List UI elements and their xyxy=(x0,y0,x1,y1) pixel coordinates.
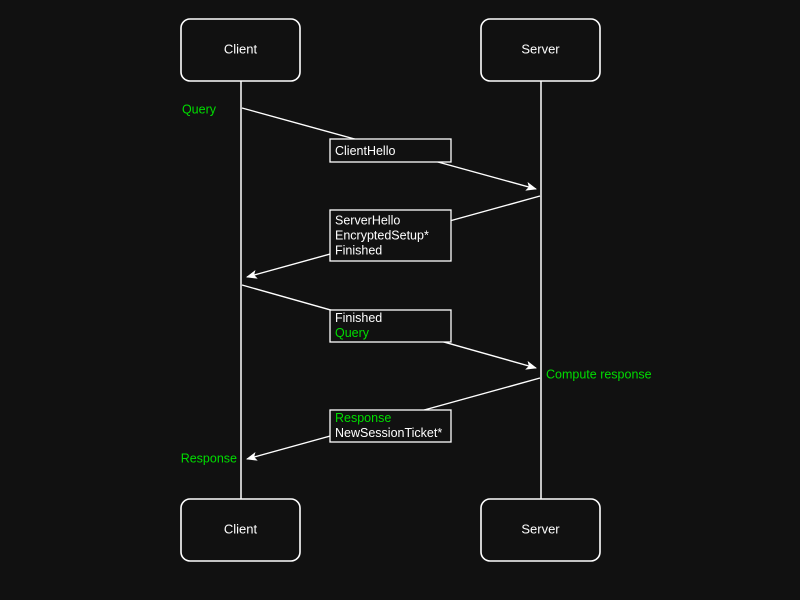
message-label-line: Response xyxy=(335,411,391,425)
message-label-line: ClientHello xyxy=(335,144,395,158)
actor-box-rect xyxy=(180,18,301,82)
message-label-box-response[interactable]: Response NewSessionTicket* xyxy=(329,409,452,443)
message-label-line: EncryptedSetup* xyxy=(335,228,429,242)
actor-box-rect xyxy=(480,498,601,562)
annotation-response: Response xyxy=(181,451,237,465)
actor-box-client-top[interactable]: Client xyxy=(180,18,301,82)
actor-box-rect xyxy=(480,18,601,82)
actor-label-server-bottom: Server xyxy=(521,521,560,536)
actor-box-server-top[interactable]: Server xyxy=(480,18,601,82)
actor-label-client-bottom: Client xyxy=(224,521,258,536)
message-label-line: ServerHello xyxy=(335,213,400,227)
message-label-box-rect xyxy=(329,409,452,443)
actor-label-server-top: Server xyxy=(521,41,560,56)
message-label-line: NewSessionTicket* xyxy=(335,426,442,440)
message-label-line: Finished xyxy=(335,243,382,257)
actor-box-server-bottom[interactable]: Server xyxy=(480,498,601,562)
message-label-line: Query xyxy=(335,326,370,340)
message-label-line: Finished xyxy=(335,311,382,325)
actor-box-client-bottom[interactable]: Client xyxy=(180,498,301,562)
message-label-box-clienthello[interactable]: ClientHello xyxy=(329,138,452,163)
message-label-box-rect xyxy=(329,138,452,163)
actor-box-rect xyxy=(180,498,301,562)
actor-label-client-top: Client xyxy=(224,41,258,56)
message-label-box-serverhello[interactable]: ServerHello EncryptedSetup* Finished xyxy=(329,209,452,262)
message-label-box-finished-query[interactable]: Finished Query xyxy=(329,309,452,343)
message-label-box-rect xyxy=(329,309,452,343)
message-label-box-rect xyxy=(329,209,452,262)
annotation-query: Query xyxy=(182,102,217,116)
annotation-compute-response: Compute response xyxy=(546,367,652,381)
